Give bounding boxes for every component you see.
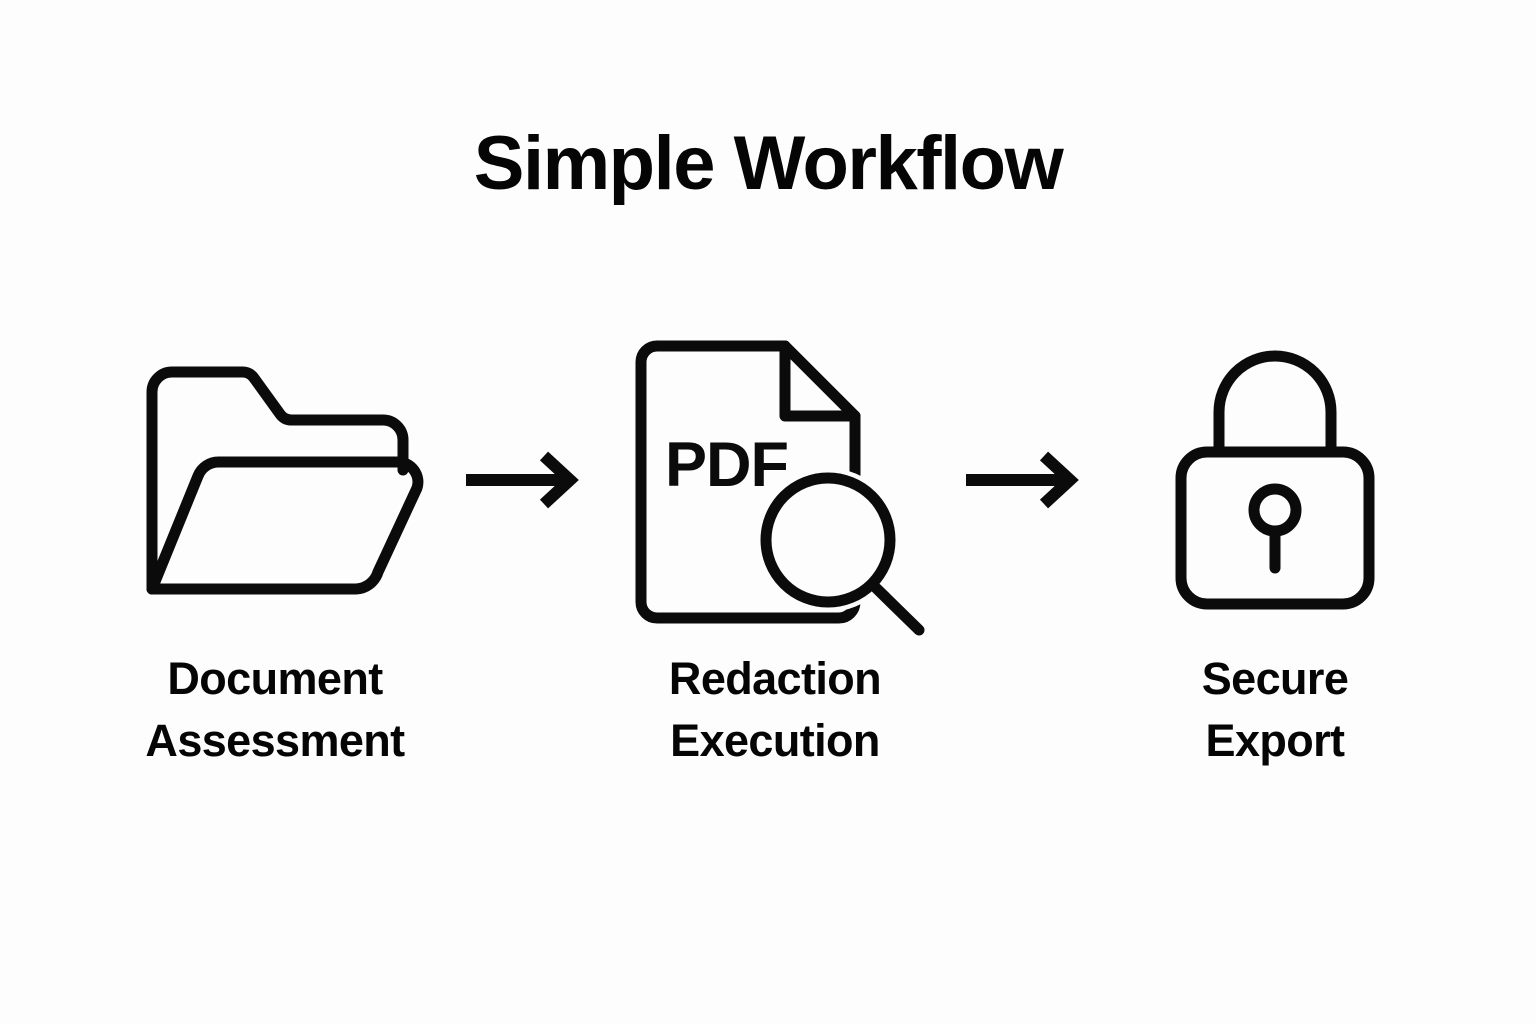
step-2-label: Redaction Execution (668, 653, 882, 767)
step-3-icon-wrap (1165, 330, 1385, 630)
arrow-right-icon (966, 451, 1079, 509)
step-1-icon-wrap (130, 330, 424, 630)
lock-icon (1175, 350, 1375, 610)
folder-icon (146, 366, 424, 595)
step-2-icon-wrap: PDF (625, 330, 925, 636)
arrow-right-icon (466, 451, 579, 509)
workflow-step-secure-export[interactable]: Secure Export (1110, 330, 1440, 772)
workflow-row: Document Assessment PDF (110, 330, 1440, 790)
connector-1 (460, 330, 590, 630)
connector-2 (960, 330, 1090, 630)
page-title: Simple Workflow (473, 121, 1064, 206)
step-1-label: Document Assessment (145, 653, 405, 767)
pdf-search-icon: PDF (635, 340, 925, 636)
workflow-step-redaction-execution[interactable]: PDF Redaction Execution (610, 330, 940, 772)
step-3-label: Secure Export (1201, 653, 1349, 767)
workflow-step-document-assessment[interactable]: Document Assessment (110, 330, 440, 772)
pdf-icon-text: PDF (665, 430, 788, 500)
